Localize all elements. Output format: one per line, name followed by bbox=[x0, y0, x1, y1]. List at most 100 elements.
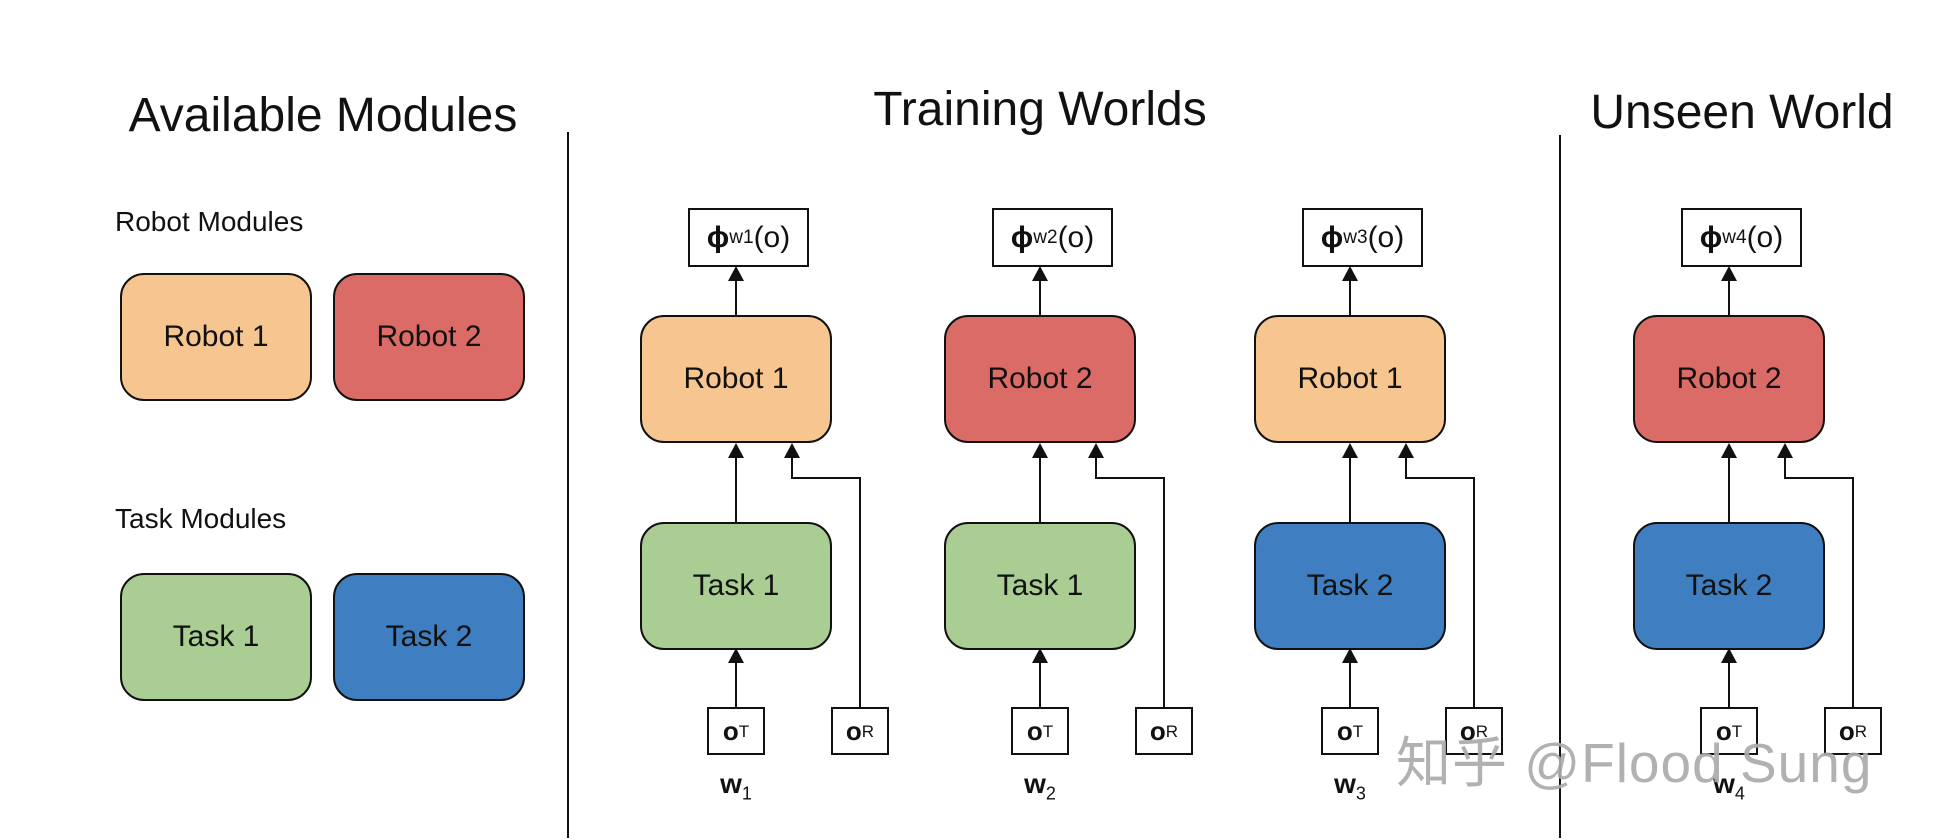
robot-obs-connector-horizontal bbox=[792, 477, 861, 479]
task-modules-group-label: Task Modules bbox=[115, 503, 287, 534]
world-id-subscript: 1 bbox=[741, 783, 752, 804]
task-module-label: Task 1 bbox=[996, 569, 1084, 602]
robot-obs-connector-vertical bbox=[1852, 478, 1854, 708]
robot-module-box-w4: Robot 2 bbox=[1633, 315, 1825, 443]
robot-module-label: Robot 1 bbox=[1297, 362, 1403, 395]
phi-symbol: ϕ bbox=[1699, 220, 1723, 254]
phi-subscript: w4 bbox=[1722, 227, 1747, 248]
robot-observation-subscript: R bbox=[1854, 721, 1868, 741]
arrowhead-robot-to-phi bbox=[1721, 266, 1737, 281]
phi-argument: (o) bbox=[1746, 220, 1784, 254]
arrow-robot-to-phi bbox=[735, 280, 737, 316]
arrow-obs-to-task bbox=[1728, 661, 1730, 708]
arrow-obs-to-task bbox=[735, 661, 737, 708]
task-observation-label: o bbox=[1336, 715, 1353, 746]
robot-module-box-w1: Robot 1 bbox=[640, 315, 832, 443]
robot-observation-label: o bbox=[845, 715, 862, 746]
arrow-task-to-robot bbox=[735, 457, 737, 523]
phi-symbol: ϕ bbox=[1010, 220, 1034, 254]
robot-module-label: Robot 2 bbox=[1676, 362, 1782, 395]
robot-obs-connector-vertical bbox=[1163, 478, 1165, 708]
arrowhead-task-to-robot bbox=[1032, 443, 1048, 458]
phi-argument: (o) bbox=[1057, 220, 1095, 254]
world-id-base: w bbox=[720, 768, 742, 799]
robot-module-label: Robot 1 bbox=[683, 362, 789, 395]
robot-module-label: Robot 2 bbox=[987, 362, 1093, 395]
robot-module-box-w3: Robot 1 bbox=[1254, 315, 1446, 443]
phi-subscript: w3 bbox=[1343, 227, 1368, 248]
robot-obs-connector-riser bbox=[1405, 457, 1407, 479]
world-id-subscript: 3 bbox=[1355, 783, 1366, 804]
available-task-1-label: Task 1 bbox=[172, 620, 260, 653]
arrowhead-obs-to-task bbox=[1721, 648, 1737, 663]
available-robot-2-box: Robot 2 bbox=[333, 273, 525, 401]
arrow-robot-to-phi bbox=[1349, 280, 1351, 316]
world-id-label-w4: w4 bbox=[1599, 768, 1859, 803]
robot-obs-connector-horizontal bbox=[1785, 477, 1854, 479]
robot-obs-connector-horizontal bbox=[1406, 477, 1475, 479]
robot-observation-subscript: R bbox=[1475, 721, 1489, 741]
world-id-subscript: 2 bbox=[1045, 783, 1056, 804]
training-worlds-title: Training Worlds bbox=[873, 83, 1207, 136]
world-id-label-w2: w2 bbox=[910, 768, 1170, 803]
task-observation-subscript: T bbox=[1042, 721, 1054, 741]
arrowhead-robot-to-phi bbox=[1342, 266, 1358, 281]
world-id-base: w bbox=[1713, 768, 1735, 799]
arrowhead-obs-to-robot bbox=[784, 443, 800, 458]
robot-observation-label: o bbox=[1838, 715, 1855, 746]
available-robot-2-label: Robot 2 bbox=[376, 320, 482, 353]
robot-obs-connector-vertical bbox=[859, 478, 861, 708]
task-module-box-w3: Task 2 bbox=[1254, 522, 1446, 650]
zhihu-watermark: 知乎 @Flood Sung bbox=[1396, 732, 1873, 794]
robot-obs-connector-vertical bbox=[1473, 478, 1475, 708]
arrow-robot-to-phi bbox=[1728, 280, 1730, 316]
robot-obs-connector-riser bbox=[791, 457, 793, 479]
task-module-label: Task 2 bbox=[1685, 569, 1773, 602]
arrowhead-obs-to-robot bbox=[1398, 443, 1414, 458]
task-observation-label: o bbox=[722, 715, 739, 746]
task-observation-subscript: T bbox=[738, 721, 750, 741]
robot-observation-subscript: R bbox=[861, 721, 875, 741]
arrowhead-obs-to-task bbox=[1032, 648, 1048, 663]
robot-module-box-w2: Robot 2 bbox=[944, 315, 1136, 443]
arrow-task-to-robot bbox=[1349, 457, 1351, 523]
arrow-obs-to-task bbox=[1349, 661, 1351, 708]
world-id-label-w1: w1 bbox=[606, 768, 866, 803]
robot-observation-label: o bbox=[1149, 715, 1166, 746]
task-observation-label: o bbox=[1026, 715, 1043, 746]
phi-argument: (o) bbox=[1367, 220, 1405, 254]
available-modules-title: Available Modules bbox=[128, 89, 518, 142]
world-id-base: w bbox=[1024, 768, 1046, 799]
available-task-1-box: Task 1 bbox=[120, 573, 312, 701]
arrow-task-to-robot bbox=[1728, 457, 1730, 523]
available-robot-1-box: Robot 1 bbox=[120, 273, 312, 401]
world-id-label-w3: w3 bbox=[1220, 768, 1480, 803]
arrow-obs-to-task bbox=[1039, 661, 1041, 708]
robot-modules-group-label: Robot Modules bbox=[115, 206, 304, 237]
arrowhead-obs-to-task bbox=[728, 648, 744, 663]
task-module-box-w1: Task 1 bbox=[640, 522, 832, 650]
arrow-robot-to-phi bbox=[1039, 280, 1041, 316]
world-id-subscript: 4 bbox=[1734, 783, 1745, 804]
phi-symbol: ϕ bbox=[706, 220, 730, 254]
available-robot-1-label: Robot 1 bbox=[163, 320, 269, 353]
available-task-2-box: Task 2 bbox=[333, 573, 525, 701]
task-observation-label: o bbox=[1715, 715, 1732, 746]
arrowhead-task-to-robot bbox=[1721, 443, 1737, 458]
robot-observation-label: o bbox=[1459, 715, 1476, 746]
divider-training-unseen bbox=[1559, 135, 1561, 838]
